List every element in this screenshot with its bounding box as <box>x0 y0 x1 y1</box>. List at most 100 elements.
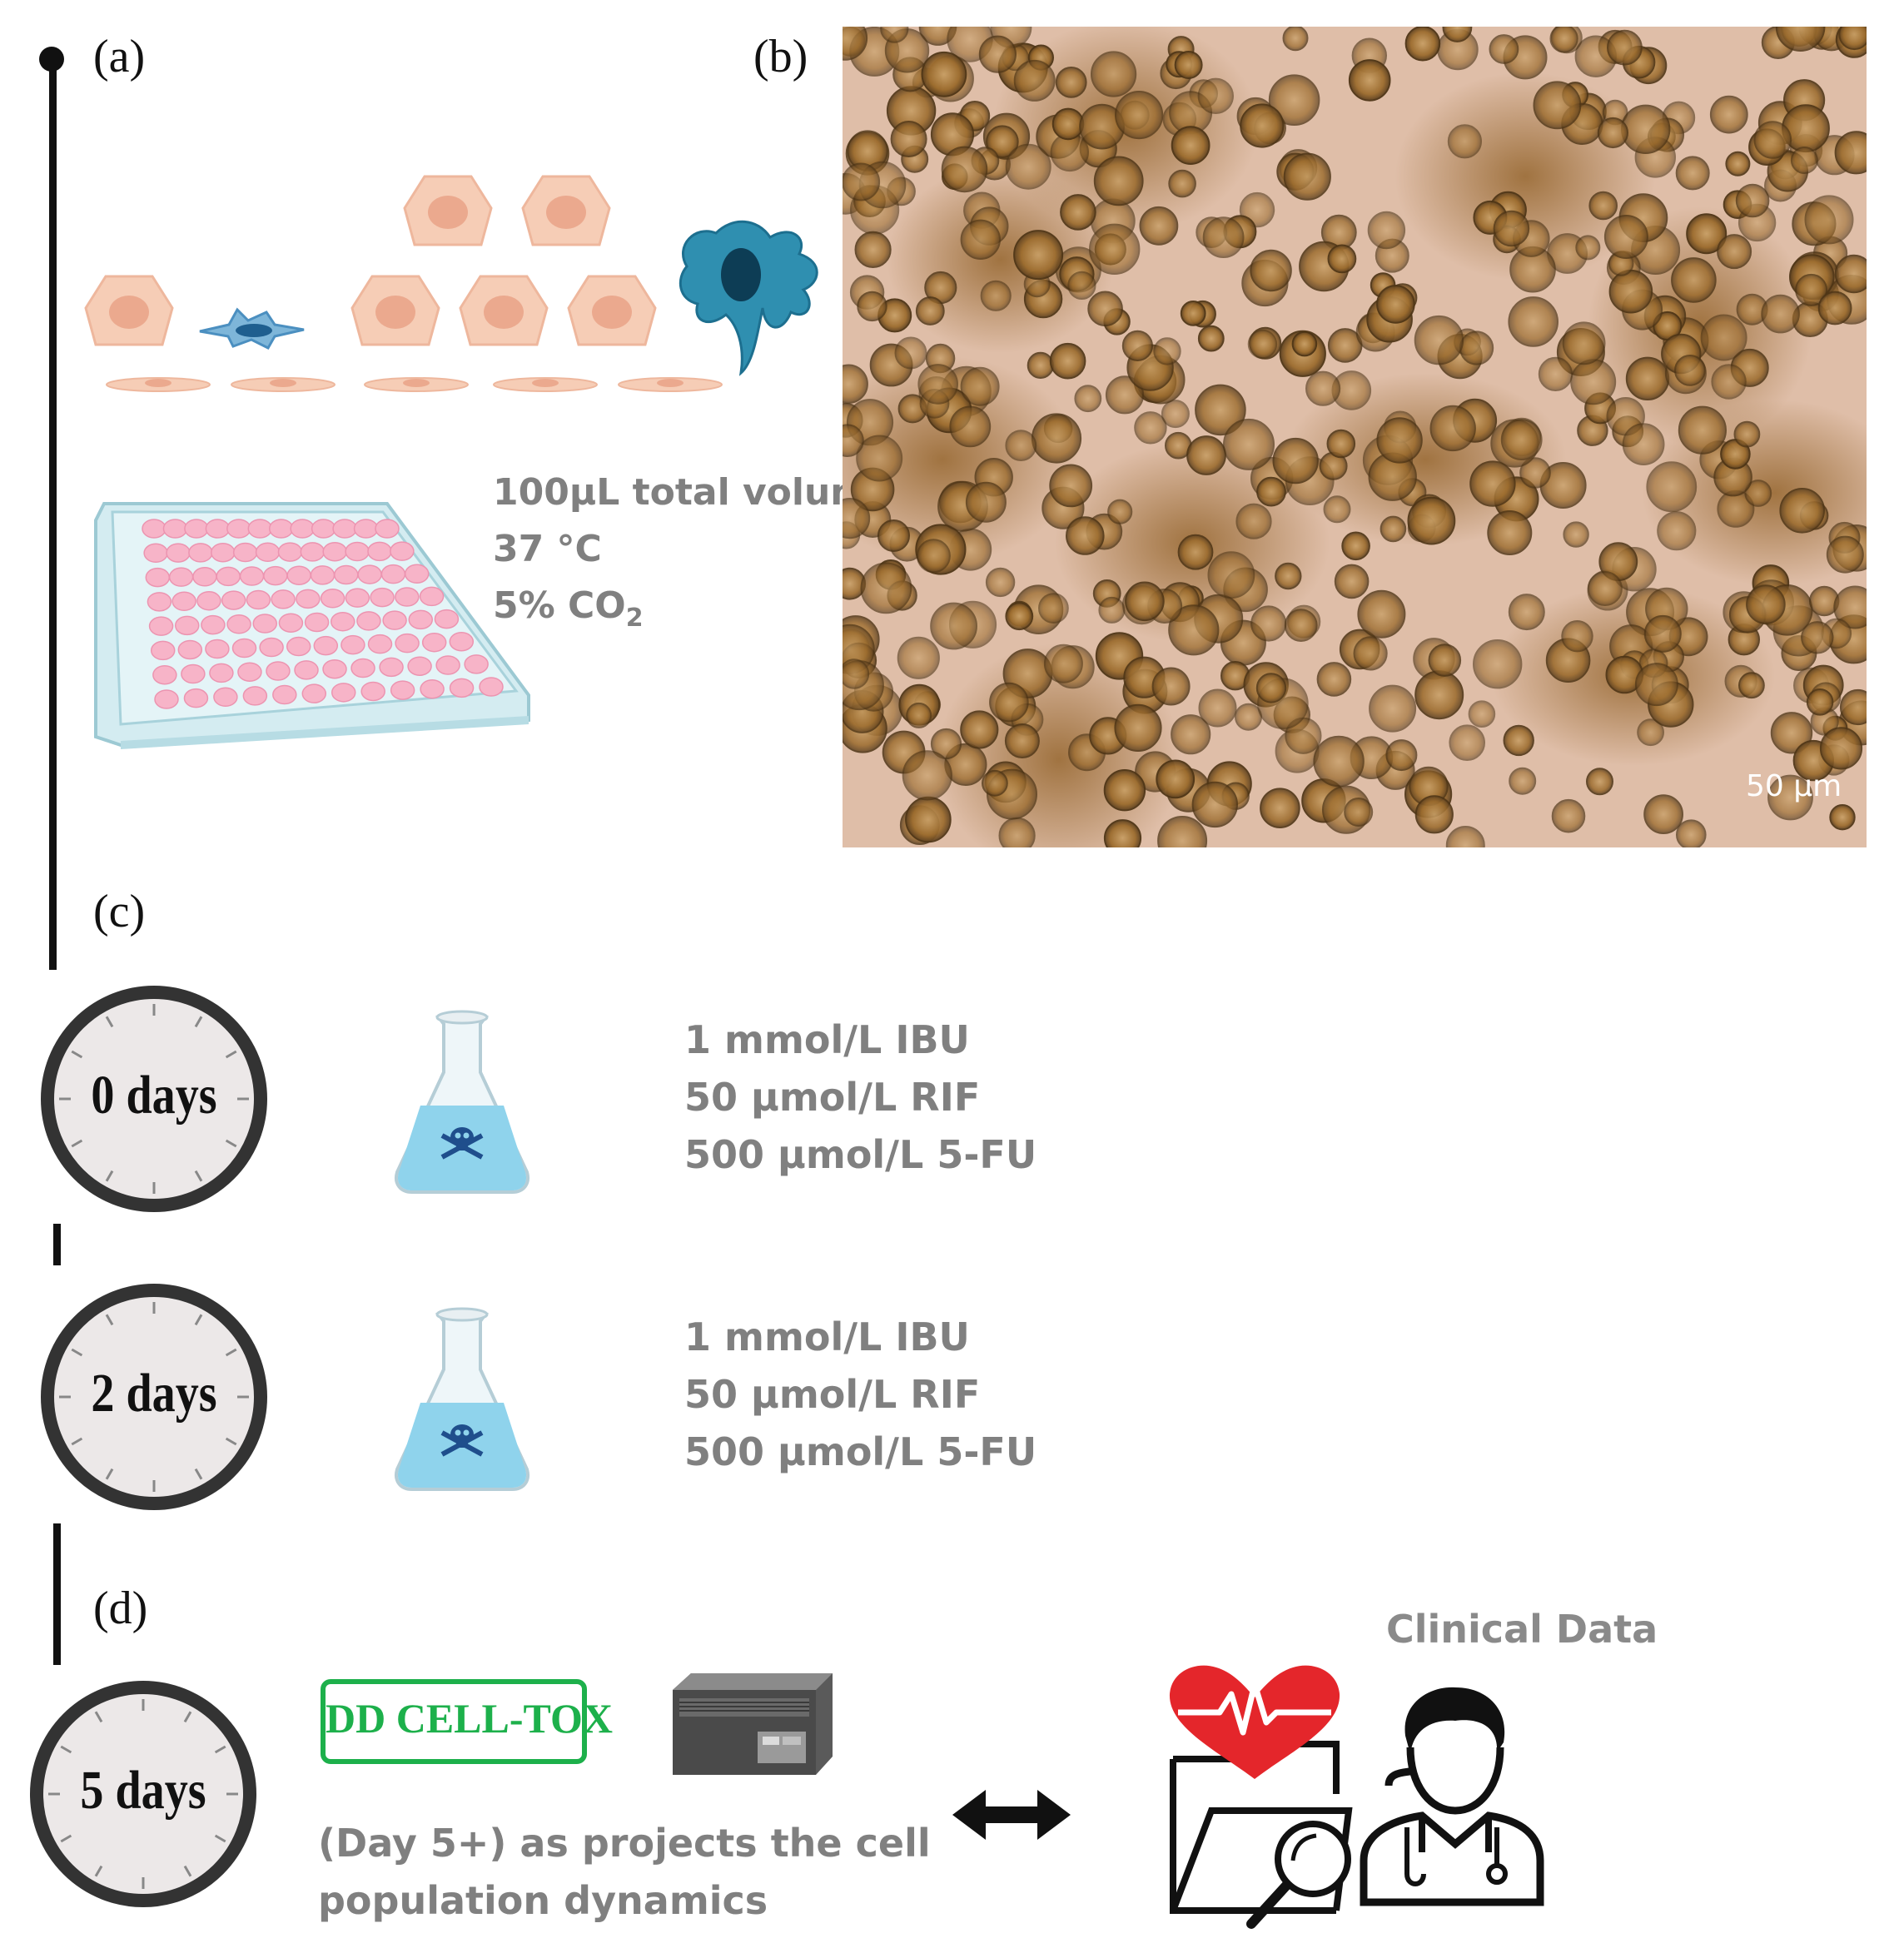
micrograph-cell <box>960 710 999 749</box>
clock-tick <box>183 1865 192 1877</box>
plate-well <box>313 635 339 656</box>
micrograph-cell <box>1686 213 1728 255</box>
panel-label-c: (c) <box>93 886 146 937</box>
drug-rif-day2: 50 µmol/L RIF <box>684 1372 981 1417</box>
plate-well <box>231 638 257 658</box>
plate-well <box>188 543 213 563</box>
cell-micrograph-image: 50 µm <box>843 27 1867 847</box>
clock-tick <box>225 1050 237 1059</box>
micrograph-cell <box>1125 581 1165 622</box>
micrograph-cell <box>1414 670 1464 720</box>
micrograph-cell <box>1414 315 1464 365</box>
micrograph-cell <box>1235 703 1262 731</box>
micrograph-cell <box>921 51 967 97</box>
micrograph-cell <box>1177 534 1214 570</box>
micrograph-cell <box>1625 356 1670 400</box>
micrograph-cell <box>880 27 909 43</box>
micrograph-cell <box>1038 593 1069 624</box>
plate-well <box>152 664 177 685</box>
micrograph-cell <box>1087 291 1123 327</box>
clock-tick <box>225 1139 237 1148</box>
micrograph-cell <box>1767 774 1813 821</box>
plate-well <box>464 654 489 674</box>
micrograph-cell <box>902 750 952 801</box>
plate-well <box>184 519 209 539</box>
micrograph-cell <box>1186 435 1226 475</box>
micrograph-cell <box>1459 330 1494 365</box>
micrograph-cell <box>1622 423 1665 466</box>
micrograph-cell <box>1563 521 1589 548</box>
micrograph-cell <box>1508 594 1545 631</box>
micrograph-cell <box>917 364 958 405</box>
micrograph-cell <box>1819 727 1863 770</box>
micrograph-cell <box>1588 191 1618 221</box>
micrograph-cell <box>1348 59 1391 102</box>
cell-culture-illustration <box>84 175 818 392</box>
micrograph-cell <box>1250 605 1287 642</box>
plate-well <box>150 640 176 661</box>
plate-well <box>237 662 262 682</box>
plate-well <box>449 631 475 652</box>
micrograph-cell <box>1255 673 1287 703</box>
micrograph-cell <box>1197 325 1225 352</box>
micrograph-cell <box>1801 621 1834 654</box>
plate-reader-icon <box>673 1673 833 1775</box>
micrograph-cell <box>980 280 1012 311</box>
plate-well <box>296 589 321 609</box>
plate-well <box>390 541 415 561</box>
timeline-line-mid <box>53 1224 61 1265</box>
plate-well <box>301 683 327 703</box>
micrograph-cell <box>890 121 927 157</box>
clock-tick <box>214 1745 226 1754</box>
plate-well <box>367 634 393 654</box>
micrograph-cell <box>1834 131 1867 175</box>
micrograph-cell <box>1313 735 1365 788</box>
micrograph-cell <box>1725 151 1751 176</box>
micrograph-cell <box>1198 688 1237 728</box>
panel-label-b: (b) <box>753 31 808 82</box>
micrograph-cell <box>915 296 945 326</box>
plate-well <box>421 632 447 653</box>
micrograph-cell <box>1089 223 1141 275</box>
plate-well <box>192 567 217 587</box>
micrograph-cell <box>1334 564 1370 599</box>
micrograph-cell <box>843 27 868 61</box>
micrograph-cell <box>1272 437 1319 485</box>
plate-well <box>242 686 268 706</box>
micrograph-cell <box>1357 589 1406 639</box>
plate-well <box>166 543 191 563</box>
drug-list-day0: 1 mmol/L IBU 50 µmol/L RIF 500 µmol/L 5-… <box>684 1011 1037 1184</box>
scale-bar-label: 50 µm <box>1746 769 1842 803</box>
micrograph-cell <box>1207 551 1255 599</box>
micrograph-cell <box>1549 27 1578 53</box>
plate-well <box>300 542 326 562</box>
micrograph-cell <box>1603 215 1648 259</box>
micrograph-cell <box>1826 535 1864 574</box>
micrograph-cell <box>1091 51 1137 97</box>
micrograph-cell <box>1447 124 1483 159</box>
clock-tick <box>194 1468 203 1480</box>
micrograph-cell <box>1168 604 1220 656</box>
toxic-flask-icon-day0 <box>395 1010 529 1194</box>
micrograph-cell <box>1326 429 1356 459</box>
plate-well <box>181 663 206 684</box>
micrograph-cell <box>1031 413 1082 464</box>
micrograph-cell <box>1621 104 1671 155</box>
medical-records-icon <box>1169 1665 1353 1929</box>
clock-tick <box>105 1314 114 1326</box>
micrograph-cell <box>1344 798 1374 827</box>
plate-well <box>332 519 357 539</box>
micrograph-cell <box>1055 67 1087 98</box>
plate-well <box>205 519 231 539</box>
micrograph-cell <box>1180 301 1206 326</box>
micrograph-cell <box>1098 596 1126 624</box>
micrograph-cell <box>1676 819 1707 847</box>
micrograph-cell <box>1508 296 1559 347</box>
micrograph-cell <box>1753 121 1792 159</box>
micrograph-cell <box>1428 644 1462 677</box>
micrograph-cell <box>1500 419 1543 461</box>
micrograph-cell <box>1675 156 1710 191</box>
plate-well <box>172 591 196 612</box>
plate-well <box>196 590 221 611</box>
micrograph-cell <box>1066 516 1105 555</box>
